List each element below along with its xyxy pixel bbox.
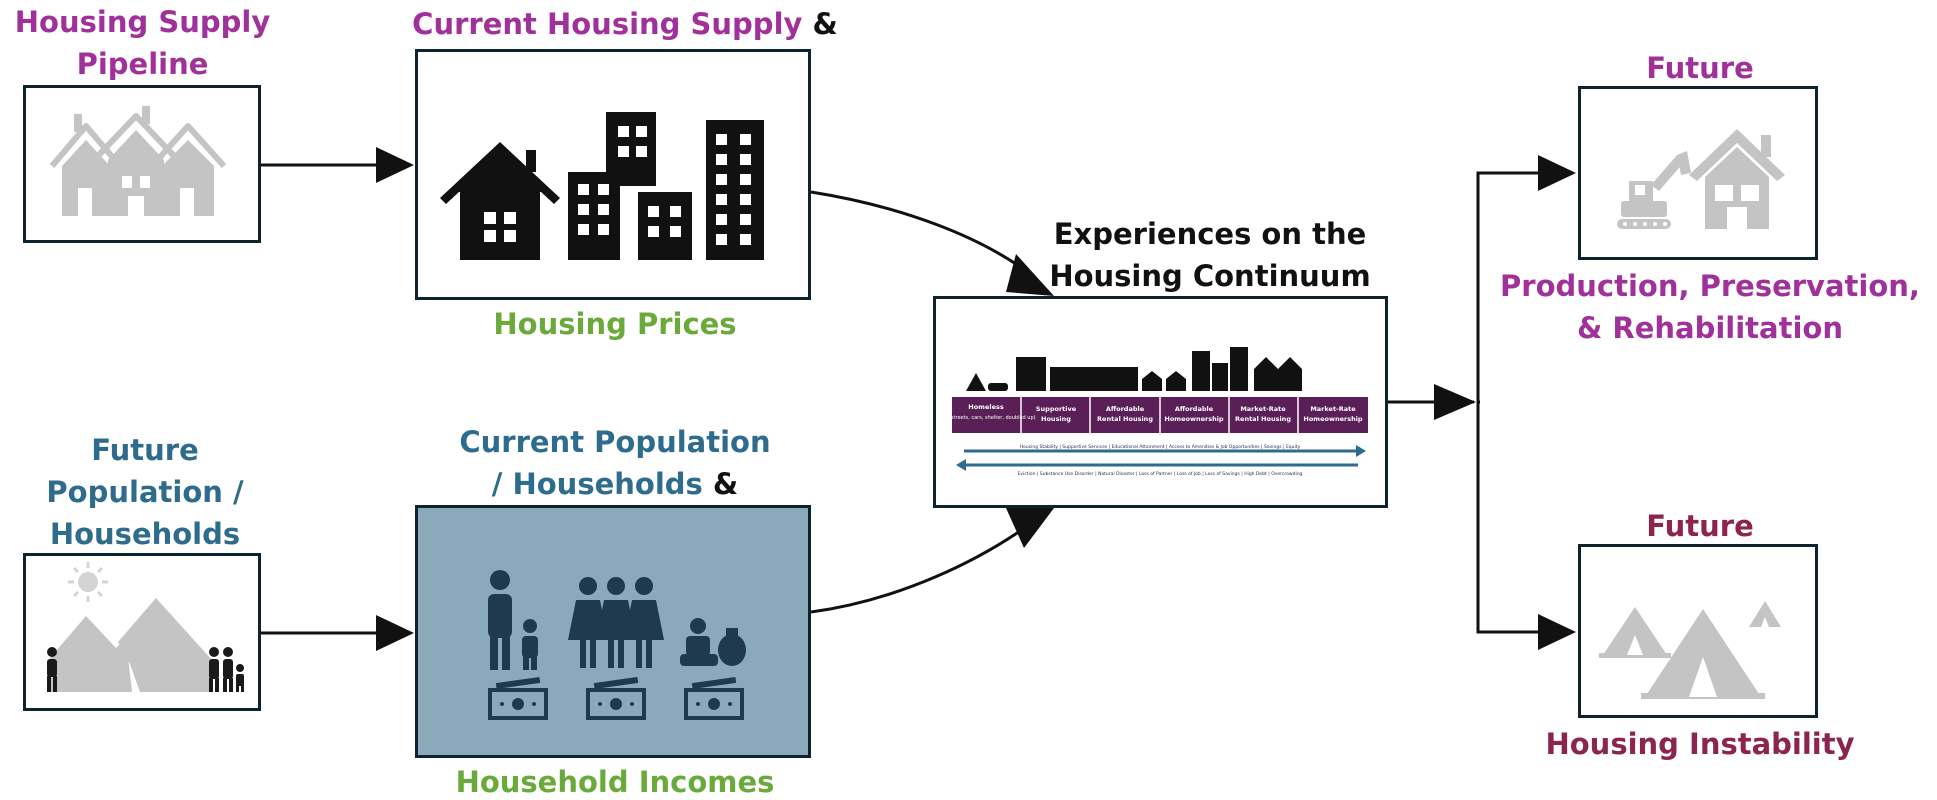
- experiences-title-line2: Housing Continuum: [1049, 259, 1371, 293]
- money-icons: [488, 676, 744, 720]
- future-population-line2: Population /: [46, 475, 244, 509]
- sun-icon: [68, 562, 108, 602]
- excavator-icon: [1617, 151, 1691, 229]
- continuum-col-5-title: Market-Rate: [1240, 405, 1286, 413]
- arrowhead-currentpop: [376, 615, 414, 651]
- housing-prices-label: Housing Prices: [493, 307, 737, 341]
- continuum-col-3-sub: Rental Housing: [1097, 415, 1153, 423]
- pipeline-houses-icon: [49, 106, 227, 216]
- current-population-line1: Current Population: [459, 425, 771, 459]
- branch-connector: [1476, 171, 1542, 634]
- continuum-left-arrow: [956, 459, 1358, 471]
- mountains-people-icon: [47, 562, 244, 692]
- housing-instability-label: Housing Instability: [1545, 727, 1855, 761]
- current-supply-title: Current Housing Supply &: [395, 6, 855, 42]
- future-production-title: Future: [1646, 51, 1754, 85]
- production-label-line1: Production, Preservation,: [1500, 269, 1920, 303]
- current-supply-amp: &: [802, 7, 838, 41]
- continuum-left-arrow-text: Eviction | Substance Use Disorder | Natu…: [1018, 471, 1303, 477]
- continuum-col-5-sub: Rental Housing: [1235, 415, 1291, 423]
- current-supply-box: [415, 49, 811, 300]
- continuum-right-arrow-text: Housing Stability | Supportive Services …: [1020, 444, 1301, 450]
- pipeline-box: [23, 85, 261, 243]
- pipeline-title-line2: Pipeline: [76, 47, 209, 81]
- continuum-col-1-title: Homeless: [968, 403, 1004, 411]
- continuum-col-6-sub: Homeownership: [1303, 415, 1363, 423]
- arrowhead-production: [1538, 155, 1576, 191]
- continuum-right-arrow: [964, 445, 1366, 457]
- continuum-col-6-title: Market-Rate: [1310, 405, 1356, 413]
- production-label-line2: & Rehabilitation: [1577, 311, 1843, 345]
- continuum-col-1-sub: (e.g., streets, cars, shelter, doubled u…: [936, 415, 1035, 421]
- continuum-col-4-sub: Homeownership: [1164, 415, 1224, 423]
- continuum-box: Homeless (e.g., streets, cars, shelter, …: [933, 296, 1388, 508]
- current-population-line2-text: / Households: [491, 467, 703, 501]
- continuum-graphic: Homeless (e.g., streets, cars, shelter, …: [936, 347, 1368, 477]
- supply-to-continuum-connector: [810, 190, 1031, 276]
- current-population-amp: &: [702, 467, 739, 501]
- arrowhead-branch: [1434, 384, 1476, 420]
- families-incomes-icon: [488, 570, 746, 720]
- buildings-icon: [440, 112, 764, 260]
- house-outline-icon: [1689, 129, 1785, 229]
- pipeline-title-line1: Housing Supply: [14, 5, 271, 39]
- arrowhead-supply: [376, 147, 414, 183]
- building-windows: [484, 126, 751, 245]
- continuum-col-2-title: Supportive: [1036, 405, 1077, 413]
- current-supply-text: Current Housing Supply: [412, 7, 803, 41]
- continuum-band: [952, 397, 1368, 433]
- future-instability-title: Future: [1646, 509, 1754, 543]
- future-instability-box: [1578, 544, 1818, 718]
- household-incomes-label: Household Incomes: [455, 765, 775, 799]
- people-icon: [47, 647, 244, 692]
- current-population-line2: / Households &: [420, 466, 810, 502]
- continuum-col-3-title: Affordable: [1106, 405, 1145, 413]
- tents-icon: [1599, 601, 1781, 699]
- continuum-skyline-icon: [966, 347, 1302, 391]
- arrowhead-instability: [1538, 614, 1576, 650]
- continuum-col-4-title: Affordable: [1175, 405, 1214, 413]
- current-population-box: [415, 505, 811, 758]
- continuum-col-2-sub: Housing: [1041, 415, 1071, 423]
- future-production-box: [1578, 86, 1818, 260]
- future-population-line1: Future: [91, 433, 199, 467]
- arrowhead-continuum-bottom: [1006, 508, 1054, 548]
- experiences-title-line1: Experiences on the: [1053, 217, 1367, 251]
- future-population-line3: Households: [49, 517, 241, 551]
- future-population-box: [23, 553, 261, 711]
- construction-house-icon: [1617, 129, 1785, 229]
- population-to-continuum-connector: [810, 522, 1031, 614]
